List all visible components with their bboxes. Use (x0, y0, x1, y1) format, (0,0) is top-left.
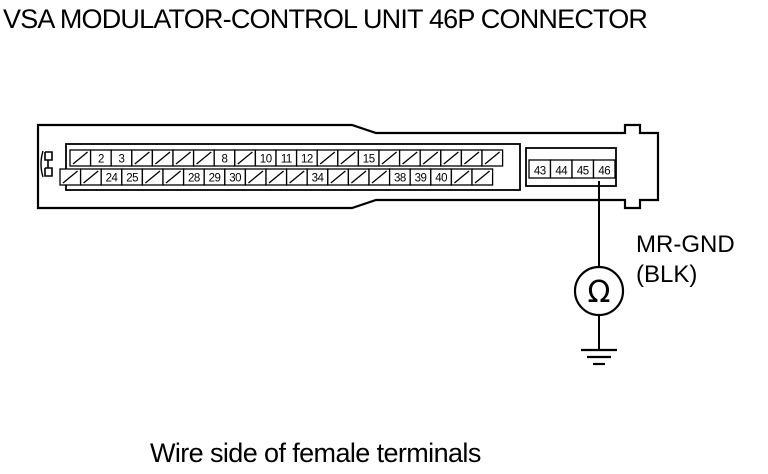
svg-text:24: 24 (106, 173, 119, 185)
terminal-12: 12 (295, 149, 318, 167)
connector-housing (36, 123, 660, 210)
terminal-unused (131, 149, 154, 167)
terminal-unused (244, 168, 267, 186)
terminal-24: 24 (100, 168, 123, 186)
terminal-34: 34 (306, 168, 329, 186)
diagram-caption: Wire side of female terminals (150, 438, 481, 468)
terminal-cavity (65, 143, 521, 191)
terminal-39: 39 (409, 168, 432, 186)
svg-text:43: 43 (534, 166, 546, 178)
terminal-unused (192, 149, 215, 167)
terminal-unused (234, 149, 257, 167)
terminal-unused (162, 168, 185, 186)
svg-text:25: 25 (126, 173, 138, 185)
terminal-unused (440, 149, 463, 167)
svg-text:46: 46 (598, 166, 610, 178)
terminal-44: 44 (549, 159, 573, 179)
svg-text:3: 3 (119, 154, 125, 166)
terminal-cavity-group (525, 147, 617, 187)
terminal-8: 8 (213, 149, 236, 167)
terminal-unused (337, 149, 360, 167)
terminal-row-2: 24 25 28 29 30 34 38 39 40 (59, 168, 494, 186)
svg-text:10: 10 (260, 154, 272, 166)
terminal-29: 29 (203, 168, 226, 186)
terminal-28: 28 (182, 168, 205, 186)
terminal-group: 43 44 45 46 (528, 159, 616, 179)
diagram-title: VSA MODULATOR-CONTROL UNIT 46P CONNECTOR (3, 4, 648, 34)
terminal-unused (79, 168, 102, 186)
svg-text:29: 29 (209, 173, 221, 185)
terminal-unused (450, 168, 473, 186)
terminal-11: 11 (275, 149, 298, 167)
terminal-unused (69, 149, 92, 167)
terminal-46: 46 (592, 159, 616, 179)
terminal-45: 45 (571, 159, 595, 179)
terminal-unused (368, 168, 391, 186)
wire-color-label: (BLK) (636, 261, 698, 288)
terminal-2: 2 (89, 149, 112, 167)
terminal-unused (141, 168, 164, 186)
terminal-30: 30 (224, 168, 247, 186)
terminal-row-1: 2 3 8 10 11 12 15 (69, 149, 504, 167)
svg-text:40: 40 (435, 173, 447, 185)
terminal-unused (59, 168, 82, 186)
svg-text:28: 28 (188, 173, 200, 185)
terminal-unused (316, 149, 339, 167)
terminal-unused (378, 149, 401, 167)
terminal-40: 40 (430, 168, 453, 186)
terminal-unused (265, 168, 288, 186)
terminal-43: 43 (528, 159, 552, 179)
svg-text:12: 12 (301, 154, 313, 166)
connector-latch (44, 151, 53, 177)
terminal-unused (460, 149, 483, 167)
terminal-3: 3 (110, 149, 133, 167)
terminal-unused (327, 168, 350, 186)
svg-text:15: 15 (363, 154, 375, 166)
svg-text:38: 38 (394, 173, 406, 185)
ground-terminal-name: MR-GND (636, 231, 735, 258)
svg-text:30: 30 (229, 173, 241, 185)
terminal-unused (398, 149, 421, 167)
terminal-unused (481, 149, 504, 167)
svg-text:39: 39 (415, 173, 427, 185)
terminal-unused (347, 168, 370, 186)
terminal-unused (419, 149, 442, 167)
terminal-25: 25 (121, 168, 144, 186)
svg-text:11: 11 (281, 154, 292, 166)
ohm-symbol: Ω (588, 275, 611, 310)
terminal-unused (172, 149, 195, 167)
terminal-unused (285, 168, 308, 186)
svg-text:45: 45 (577, 166, 589, 178)
svg-text:2: 2 (98, 154, 104, 166)
ground-icon (581, 348, 617, 366)
svg-text:44: 44 (555, 166, 568, 178)
terminal-unused (471, 168, 494, 186)
terminal-15: 15 (357, 149, 380, 167)
terminal-unused (151, 149, 174, 167)
svg-text:8: 8 (222, 154, 228, 166)
terminal-38: 38 (388, 168, 411, 186)
svg-text:34: 34 (312, 173, 325, 185)
terminal-10: 10 (254, 149, 277, 167)
